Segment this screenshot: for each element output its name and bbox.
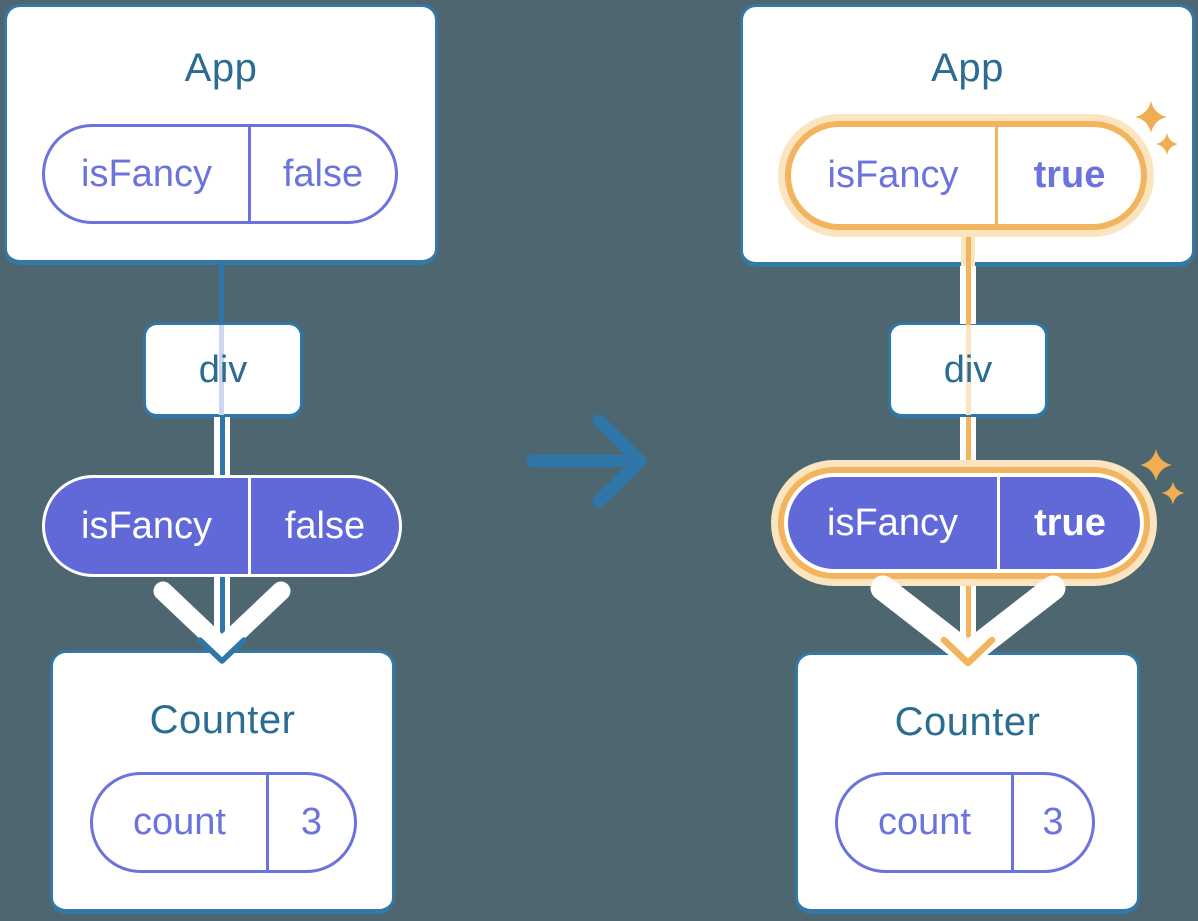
left-counter-state-name: count <box>133 801 226 843</box>
left-connector-faded-through-div <box>219 325 224 415</box>
right-passed-prop-pill: isFancy true <box>788 477 1140 569</box>
right-connector-core-in-card <box>965 237 971 268</box>
right-passed-prop-name: isFancy <box>827 501 958 544</box>
highlight-ring: isFancy true <box>778 467 1150 579</box>
left-counter-state-pill: count 3 <box>90 772 357 873</box>
sparkle-icon <box>1161 481 1185 505</box>
pill-divider <box>1011 775 1014 870</box>
right-connector-core-pill-counter <box>965 586 971 658</box>
pill-divider <box>248 127 251 221</box>
right-div-label: div <box>943 348 993 391</box>
left-app-title: App <box>184 46 258 90</box>
left-counter-title: Counter <box>149 698 296 742</box>
right-app-title: App <box>931 46 1004 90</box>
left-div-label: div <box>198 348 248 391</box>
pill-divider <box>995 127 998 224</box>
pill-divider <box>997 477 1000 569</box>
right-app-prop-value: true <box>1033 154 1106 196</box>
left-connector-core-div-pill <box>219 417 225 476</box>
left-passed-prop-name: isFancy <box>81 504 212 547</box>
right-passed-prop-pill-highlight: isFancy true <box>771 460 1157 586</box>
left-app-prop-value: false <box>282 152 364 195</box>
right-passed-prop-value: true <box>1034 501 1106 544</box>
right-counter-state-name: count <box>878 801 971 843</box>
left-app-prop-name: isFancy <box>81 152 212 195</box>
right-connector-core-div-pill <box>965 417 971 463</box>
highlight-white-gap: isFancy true <box>784 473 1144 573</box>
sparkle-icon <box>1140 449 1172 481</box>
left-app-prop-pill: isFancy false <box>42 124 398 224</box>
highlight-ring: isFancy true <box>785 121 1147 230</box>
right-app-prop-pill: isFancy true <box>791 127 1141 224</box>
right-counter-title: Counter <box>894 700 1041 744</box>
left-connector-core-pill-counter <box>219 576 225 656</box>
right-counter-state-pill: count 3 <box>835 772 1095 873</box>
right-app-prop-name: isFancy <box>827 154 959 196</box>
transition-right-arrow-icon <box>526 414 647 508</box>
pill-divider <box>248 478 251 574</box>
right-counter-state-value: 3 <box>1042 801 1064 843</box>
left-counter-state-value: 3 <box>300 801 323 843</box>
pill-divider <box>266 775 269 870</box>
right-app-prop-pill-highlight: isFancy true <box>778 114 1154 237</box>
right-connector-core-app-div <box>965 266 971 325</box>
left-passed-prop-value: false <box>284 504 366 547</box>
left-passed-prop-pill: isFancy false <box>42 475 402 577</box>
right-connector-faded-through-div <box>965 325 971 415</box>
left-connector-app-div <box>219 262 224 324</box>
